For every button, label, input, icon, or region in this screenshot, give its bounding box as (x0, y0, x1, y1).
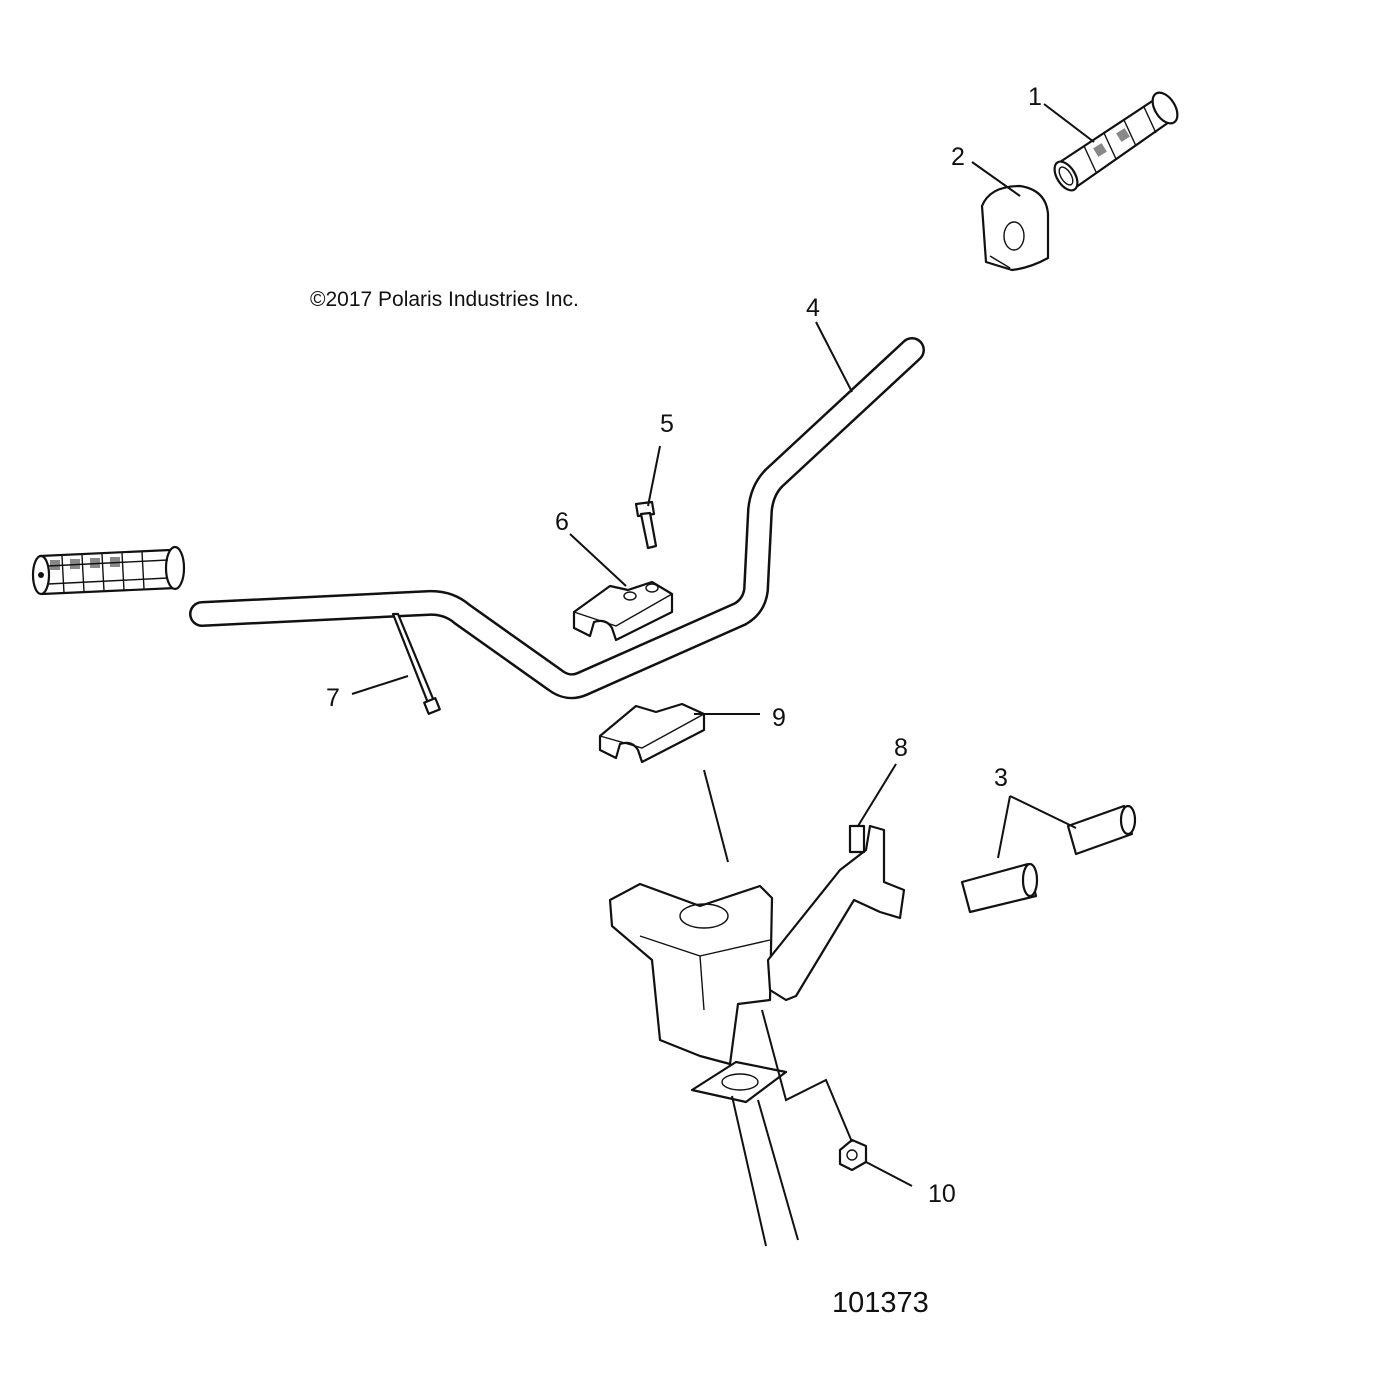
callout-7: 7 (326, 684, 340, 712)
callout-4: 4 (806, 294, 820, 322)
figure-number: 101373 (832, 1287, 929, 1319)
callout-9: 9 (772, 704, 786, 732)
cable-tie-part (391, 612, 441, 715)
callout-5: 5 (660, 410, 674, 438)
upper-clamp-part (572, 580, 674, 642)
callout-1: 1 (1028, 83, 1042, 111)
mounting-bracket-part (608, 824, 906, 1066)
callout-2: 2 (951, 143, 965, 171)
nut-part (838, 1138, 868, 1172)
throttle-parts (960, 804, 1137, 914)
callouts: 1 2 3 4 5 6 7 8 9 10 (326, 83, 1042, 1208)
lower-clamp-part (598, 702, 706, 764)
leader-lines (351, 103, 1095, 1187)
left-grip-part (31, 545, 186, 596)
steering-column-part (690, 1060, 799, 1247)
callout-8: 8 (894, 734, 908, 762)
callout-10: 10 (928, 1180, 956, 1208)
right-grip-part (1053, 91, 1179, 192)
callout-6: 6 (555, 508, 569, 536)
housing-part (980, 184, 1050, 272)
callout-3: 3 (994, 764, 1008, 792)
handlebar-part (189, 337, 925, 700)
copyright-text: ©2017 Polaris Industries Inc. (310, 288, 579, 311)
bolt-part (634, 500, 658, 550)
